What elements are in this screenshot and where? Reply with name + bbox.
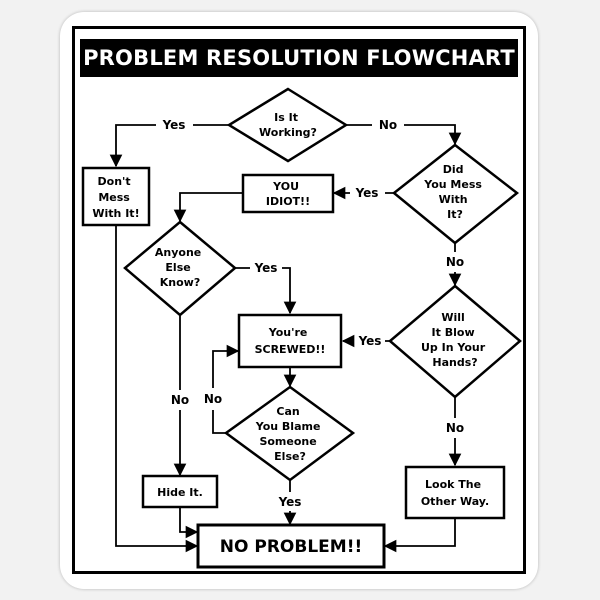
- edge-dontmess-noproblem: [115, 225, 199, 553]
- box-youre-screwed: You're SCREWED!!: [237, 313, 343, 369]
- edge-label-blame-yes: Yes: [278, 495, 302, 509]
- box-youre-screwed-label: You're SCREWED!!: [255, 326, 326, 356]
- edge-idiot-anyone: [173, 192, 243, 223]
- box-look-the-other-way: Look The Other Way.: [404, 465, 506, 520]
- decision-anyone-else-know-label: Anyone Else Know?: [155, 246, 205, 289]
- edge-label-mess-no: No: [446, 255, 464, 269]
- flowchart-title: PROBLEM RESOLUTION FLOWCHART: [80, 39, 518, 77]
- box-dont-mess-with-it-label: Don't Mess With It!: [92, 175, 139, 220]
- box-hide-it-label: Hide It.: [157, 486, 203, 499]
- edge-labels: Yes No Yes No Yes Yes No No No Yes: [162, 118, 465, 509]
- edge-anyone-yes: [235, 267, 290, 313]
- decision-can-you-blame-someone-else: Can You Blame Someone Else?: [223, 385, 356, 482]
- edge-label-anyone-yes: Yes: [254, 261, 278, 275]
- box-you-idiot: YOU IDIOT!!: [241, 173, 335, 214]
- edge-label-blame-no: No: [204, 392, 222, 406]
- decision-did-you-mess-with-it-label: Did You Mess With It?: [423, 163, 486, 221]
- edge-label-working-no: No: [379, 118, 397, 132]
- box-no-problem-label: NO PROBLEM!!: [220, 537, 362, 557]
- edge-label-mess-yes: Yes: [355, 186, 379, 200]
- decision-did-you-mess-with-it: Did You Mess With It?: [392, 143, 520, 245]
- decision-anyone-else-know: Anyone Else Know?: [123, 220, 237, 317]
- box-look-the-other-way-label: Look The Other Way.: [421, 478, 489, 508]
- edge-label-blowup-no: No: [446, 421, 464, 435]
- edge-working-yes: [116, 124, 229, 166]
- decision-is-it-working: Is It Working?: [226, 87, 349, 163]
- box-dont-mess-with-it: Don't Mess With It!: [81, 166, 151, 227]
- edge-lookaway-noproblem: [383, 518, 456, 553]
- box-no-problem: NO PROBLEM!!: [196, 523, 386, 569]
- edge-label-blowup-yes: Yes: [358, 334, 382, 348]
- decision-will-it-blow-up: Will It Blow Up In Your Hands?: [388, 284, 522, 399]
- edge-label-anyone-no: No: [171, 393, 189, 407]
- decision-is-it-working-label: Is It Working?: [259, 111, 317, 139]
- edge-label-working-yes: Yes: [162, 118, 186, 132]
- box-you-idiot-label: YOU IDIOT!!: [266, 180, 310, 208]
- box-hide-it: Hide It.: [141, 474, 219, 509]
- edge-hide-noproblem: [179, 507, 199, 539]
- edge-blame-no: [212, 351, 238, 434]
- decision-can-you-blame-someone-else-label: Can You Blame Someone Else?: [255, 405, 325, 463]
- edge-working-no: [346, 124, 455, 144]
- decision-will-it-blow-up-label: Will It Blow Up In Your Hands?: [421, 311, 489, 369]
